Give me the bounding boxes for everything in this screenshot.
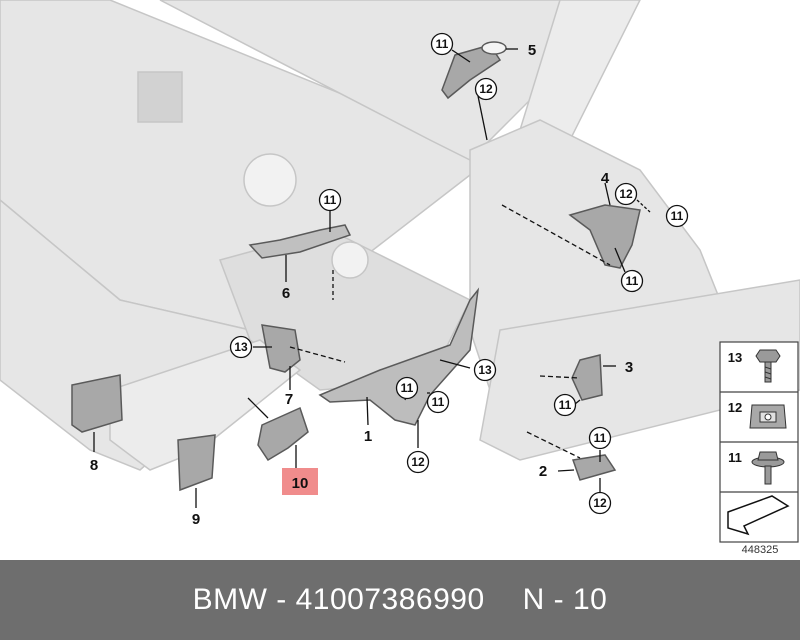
callout-circle-labels: 11 12 11 12 11 11 13 13 11 11 12 11 11 1… bbox=[234, 37, 683, 510]
part-label-8: 8 bbox=[90, 457, 98, 474]
part-4-bracket bbox=[568, 204, 641, 269]
callout-13-a: 13 bbox=[234, 340, 248, 354]
screw-icon bbox=[755, 349, 781, 383]
clip-nut-icon bbox=[749, 404, 787, 429]
part-label-6: 6 bbox=[282, 285, 290, 302]
legend-number-11: 11 bbox=[728, 450, 742, 465]
part-8-plate bbox=[71, 374, 123, 433]
callout-11-e: 11 bbox=[401, 381, 414, 395]
part-10-bracket bbox=[257, 406, 309, 462]
callout-11-f: 11 bbox=[432, 395, 445, 409]
part-label-5: 5 bbox=[528, 42, 536, 59]
highlighted-part-10: 10 bbox=[282, 468, 318, 495]
callout-12-c: 12 bbox=[411, 455, 425, 469]
part-label-9: 9 bbox=[192, 511, 200, 528]
legend-number-12: 12 bbox=[728, 400, 742, 415]
callout-11-g: 11 bbox=[559, 398, 572, 412]
callout-11-a: 11 bbox=[436, 37, 449, 51]
callout-12-a: 12 bbox=[479, 82, 493, 96]
part-3-bracket bbox=[571, 354, 603, 401]
bracket-parts bbox=[71, 41, 641, 492]
callout-11-c: 11 bbox=[671, 209, 684, 223]
part-7-bracket bbox=[261, 324, 301, 373]
callout-11-b: 11 bbox=[324, 193, 337, 207]
part-1-bracket bbox=[318, 287, 480, 426]
part-label-4: 4 bbox=[601, 170, 610, 187]
part-label-2: 2 bbox=[539, 463, 547, 480]
part-6-bracket bbox=[248, 224, 352, 259]
footer-position-label: N - 10 bbox=[522, 583, 608, 616]
direction-arrow-icon bbox=[727, 495, 790, 536]
diagram-reference-id: 448325 bbox=[742, 544, 779, 556]
legend-number-13: 13 bbox=[728, 350, 742, 365]
callout-12-d: 12 bbox=[593, 496, 607, 510]
flange-bolt-icon bbox=[751, 451, 785, 485]
part-label-7: 7 bbox=[285, 391, 293, 408]
part-label-3: 3 bbox=[625, 359, 633, 376]
callout-11-d: 11 bbox=[626, 274, 639, 288]
part-label-10: 10 bbox=[292, 475, 309, 492]
part-2-bracket bbox=[571, 454, 617, 481]
footer-bar: BMW - 41007386990 N - 10 bbox=[0, 560, 800, 640]
callout-12-b: 12 bbox=[619, 187, 633, 201]
part-label-1: 1 bbox=[364, 428, 372, 445]
callout-circles bbox=[229, 32, 689, 515]
callout-11-h: 11 bbox=[594, 431, 607, 445]
footer-part-number: BMW - 41007386990 bbox=[192, 583, 485, 616]
part-9-plate bbox=[177, 434, 216, 492]
parts-diagram: 11 12 11 12 11 11 13 13 11 11 12 11 11 1… bbox=[0, 0, 800, 556]
leader-lines bbox=[93, 48, 651, 508]
fastener-legend: 13 12 11 bbox=[719, 341, 799, 543]
part-number-labels: 5 6 4 3 7 1 8 9 2 bbox=[90, 42, 633, 528]
body-structure bbox=[0, 0, 800, 471]
callout-13-b: 13 bbox=[478, 363, 492, 377]
